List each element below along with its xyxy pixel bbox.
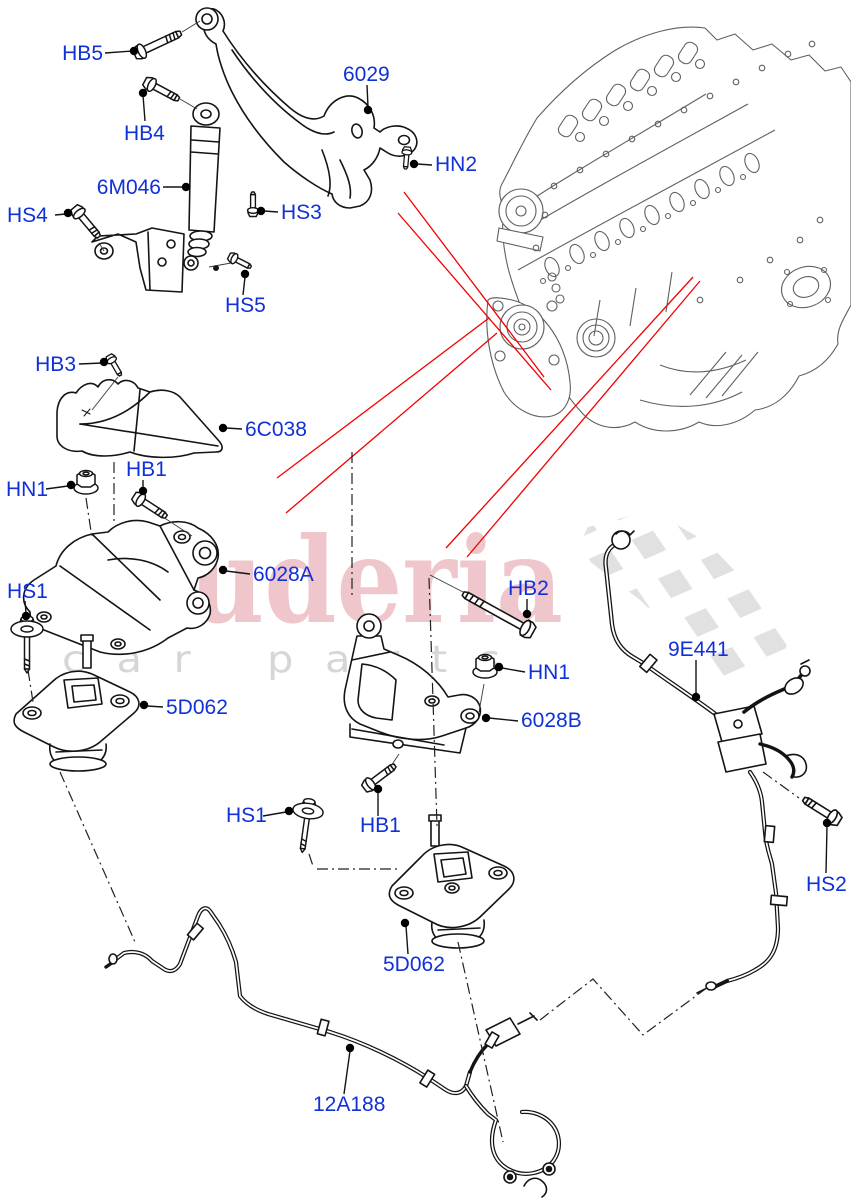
bolt-HB4 xyxy=(140,74,183,107)
alignment-dash-lines xyxy=(27,452,800,1143)
part-label-hs1-bottom: HS1 xyxy=(226,804,267,827)
damper-6M046 xyxy=(183,102,221,271)
bolt-HS3 xyxy=(246,191,260,218)
pipe-9E441 xyxy=(603,530,811,994)
bolt-HB5 xyxy=(130,25,185,63)
part-label-12a188: 12A188 xyxy=(313,1093,385,1116)
part-label-hb3: HB3 xyxy=(35,353,76,376)
screw-HS1-left xyxy=(10,615,44,674)
part-label-hn2: HN2 xyxy=(435,153,477,176)
mount-5D062-left xyxy=(13,634,140,772)
part-label-6029: 6029 xyxy=(343,63,390,86)
part-label-6028a: 6028A xyxy=(253,563,314,586)
bolt-HS4 xyxy=(67,202,106,243)
screw-HS1-bottom xyxy=(286,795,326,856)
bracket-6028B xyxy=(343,613,482,754)
part-label-hn1-center: HN1 xyxy=(528,661,570,684)
part-label-hb1-bottom: HB1 xyxy=(360,814,401,837)
part-label-hb5: HB5 xyxy=(62,42,103,65)
checkered-flag xyxy=(576,510,792,682)
bolt-HB3 xyxy=(103,351,126,379)
bracket-6028A xyxy=(22,519,220,656)
red-locator-lines xyxy=(276,191,701,558)
part-label-hs2: HS2 xyxy=(806,873,847,896)
part-label-6028b: 6028B xyxy=(521,709,582,732)
pipe-12A188 xyxy=(104,906,561,1198)
mount-5D062-bottom xyxy=(388,814,515,949)
part-label-5d062-left: 5D062 xyxy=(166,696,228,719)
part-labels: HB5 HB4 6M046 HS4 HS3 HS5 6029 HN2 HB3 6… xyxy=(6,42,847,1116)
heat-shield-6C038 xyxy=(56,378,223,459)
bolt-HS5 xyxy=(225,250,255,273)
part-label-9e441: 9E441 xyxy=(668,638,729,661)
part-label-hs4: HS4 xyxy=(7,204,48,227)
bracket-6029 xyxy=(195,7,418,209)
part-label-hs3: HS3 xyxy=(281,201,322,224)
leader-lines xyxy=(24,50,828,1095)
part-label-hs1-left: HS1 xyxy=(7,580,48,603)
nut-HN1-center xyxy=(472,653,498,679)
part-label-6m046: 6M046 xyxy=(97,176,161,199)
part-label-6c038: 6C038 xyxy=(245,418,307,441)
part-label-hn1-left: HN1 xyxy=(6,478,48,501)
part-label-hs5: HS5 xyxy=(225,294,266,317)
part-label-hb1-upper: HB1 xyxy=(126,458,167,481)
part-label-hb2: HB2 xyxy=(508,577,549,600)
part-label-hb4: HB4 xyxy=(124,122,165,145)
leader-dots xyxy=(21,46,832,1053)
nut-HN1-left xyxy=(73,469,99,495)
part-label-5d062-bottom: 5D062 xyxy=(383,953,445,976)
assembly-guide-lines xyxy=(91,20,485,767)
engine-illustration xyxy=(486,26,851,432)
bolt-HB2 xyxy=(461,591,537,639)
bolt-HS2 xyxy=(798,791,845,829)
